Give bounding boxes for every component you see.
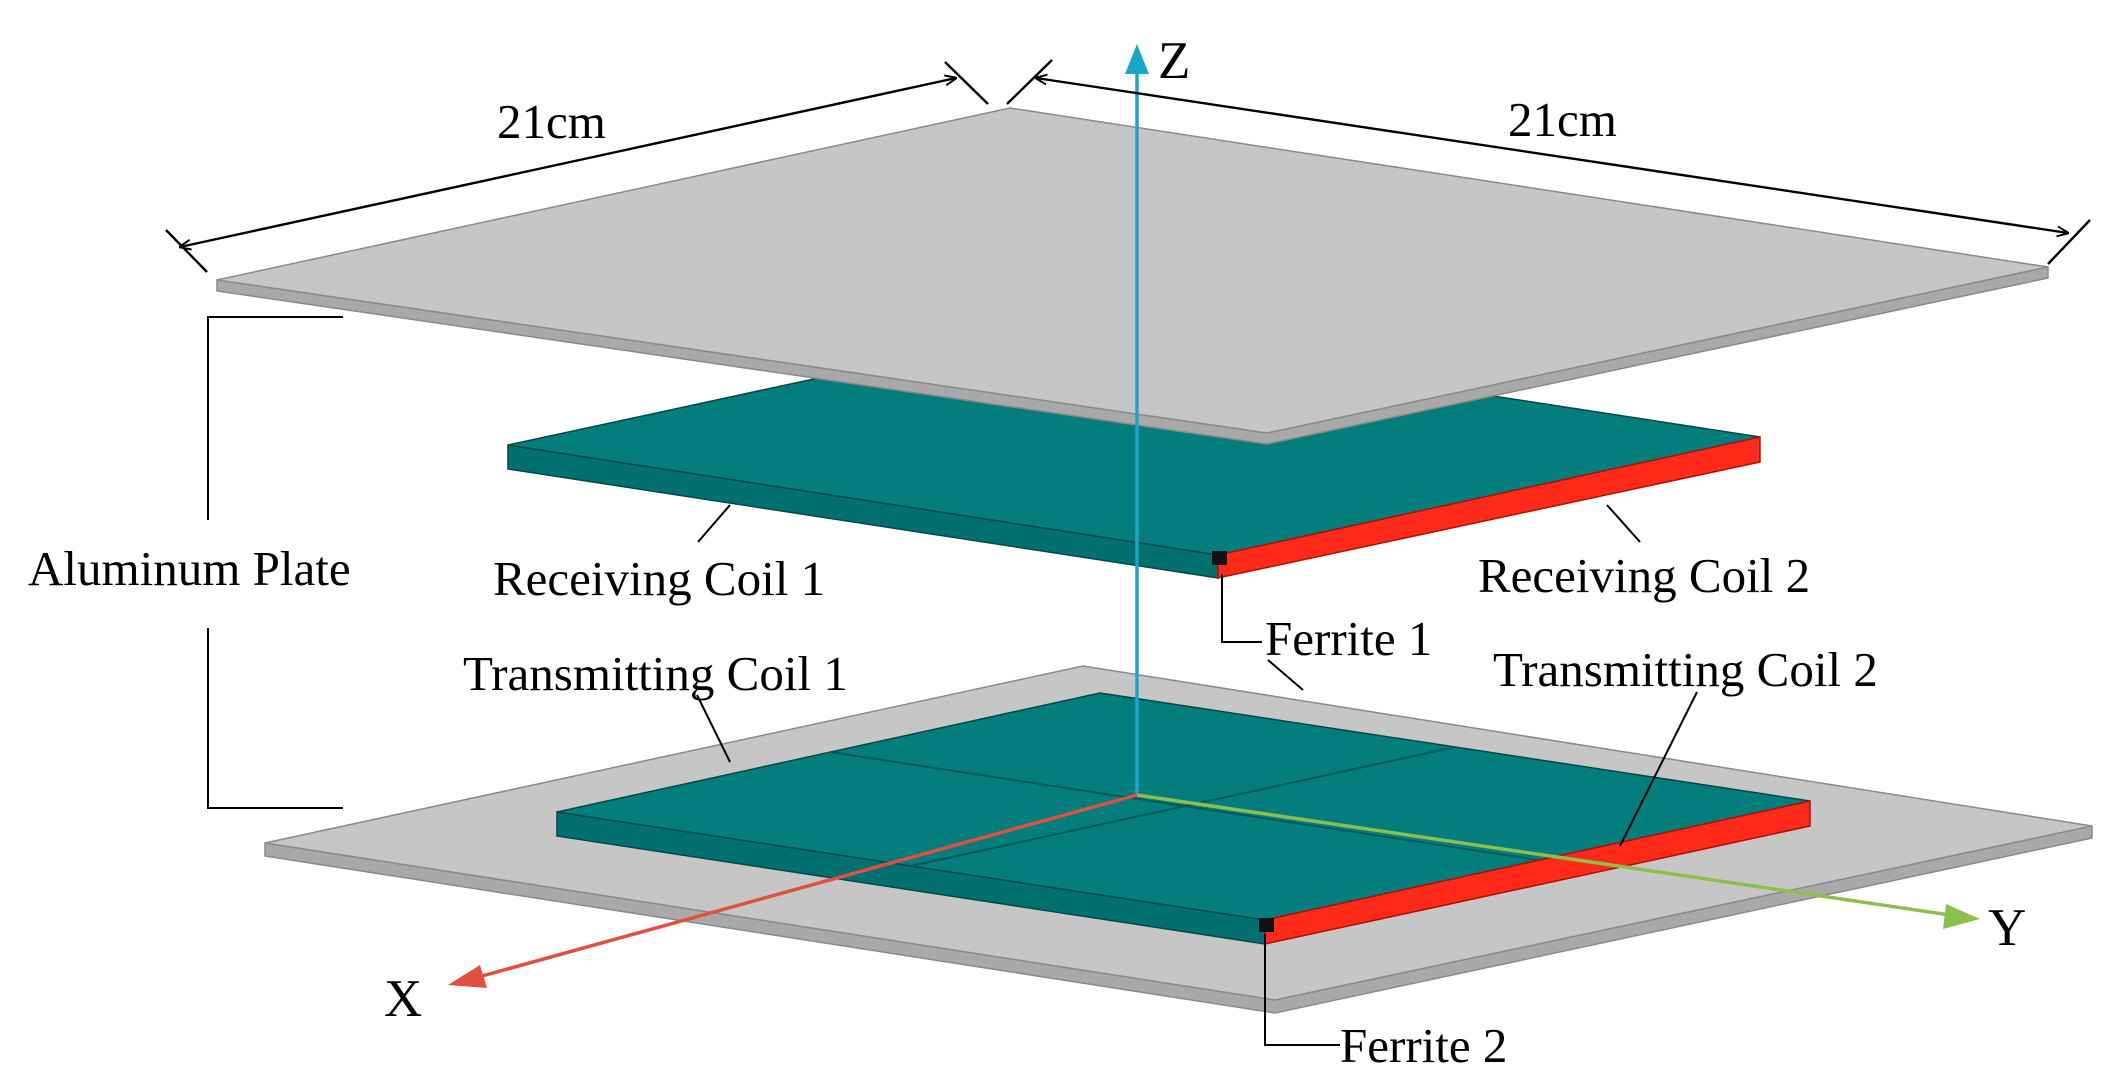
transmitting-coil-2-leader: [1619, 691, 1698, 847]
dimension-lines: 21cm 21cm: [165, 59, 2091, 273]
ferrite-1-extra-leader: [1267, 659, 1304, 691]
z-axis-arrowhead: [1125, 44, 1149, 74]
component-labels: Receiving Coil 1 Receiving Coil 2 Ferrit…: [463, 504, 1878, 1073]
receiving-coil-block: [507, 327, 1761, 579]
z-axis-label: Z: [1158, 32, 1190, 90]
y-axis-line: [1136, 793, 1951, 917]
ferrite-2-leader: [1264, 934, 1340, 1046]
aluminum-plate-bracket: Aluminum Plate: [28, 316, 351, 809]
bracket-upper: [207, 316, 343, 520]
ferrite-1-leader: [1221, 574, 1262, 643]
aluminum-plate-label: Aluminum Plate: [28, 541, 351, 596]
top-aluminum-plate: [216, 107, 2049, 445]
receiving-coil-1-leader: [697, 504, 731, 543]
x-axis-label: X: [384, 970, 422, 1028]
receiving-coil-1-label: Receiving Coil 1: [493, 551, 825, 606]
ferrite-1-strip: [1217, 436, 1761, 579]
y-axis-arrowhead: [1943, 904, 1980, 929]
y-axis-label: Y: [1988, 899, 2026, 957]
dim-left-tick-2: [944, 61, 989, 105]
dim-left-line: [180, 78, 956, 247]
ferrite-2-label: Ferrite 2: [1340, 1018, 1507, 1073]
receiving-coil-2-leader: [1606, 504, 1641, 543]
transmitting-coil-1-leader: [696, 694, 731, 763]
dim-right-label: 21cm: [1508, 92, 1617, 147]
x-axis-line: [474, 793, 1138, 980]
dim-left-label: 21cm: [497, 94, 606, 149]
transmitting-coil-divider-2: [910, 746, 1456, 867]
dim-right-line: [1036, 78, 2068, 233]
ferrite-2-end: [1259, 918, 1274, 932]
receiving-coil-2-label: Receiving Coil 2: [1478, 548, 1810, 603]
x-axis-arrowhead: [448, 965, 487, 988]
transmitting-coil-1-label: Transmitting Coil 1: [463, 646, 848, 701]
ferrite-1-label: Ferrite 1: [1265, 611, 1432, 666]
dim-right-tick-1: [1006, 59, 1053, 105]
transmitting-coil-block: [556, 692, 1811, 945]
transmitting-coil-2-label: Transmitting Coil 2: [1493, 642, 1878, 697]
top-plate-top: [216, 107, 2049, 434]
ferrite-1-end: [1212, 551, 1227, 565]
bracket-lower: [207, 628, 343, 809]
dim-left-tick-1: [165, 229, 208, 273]
dim-right-tick-2: [2047, 219, 2091, 265]
